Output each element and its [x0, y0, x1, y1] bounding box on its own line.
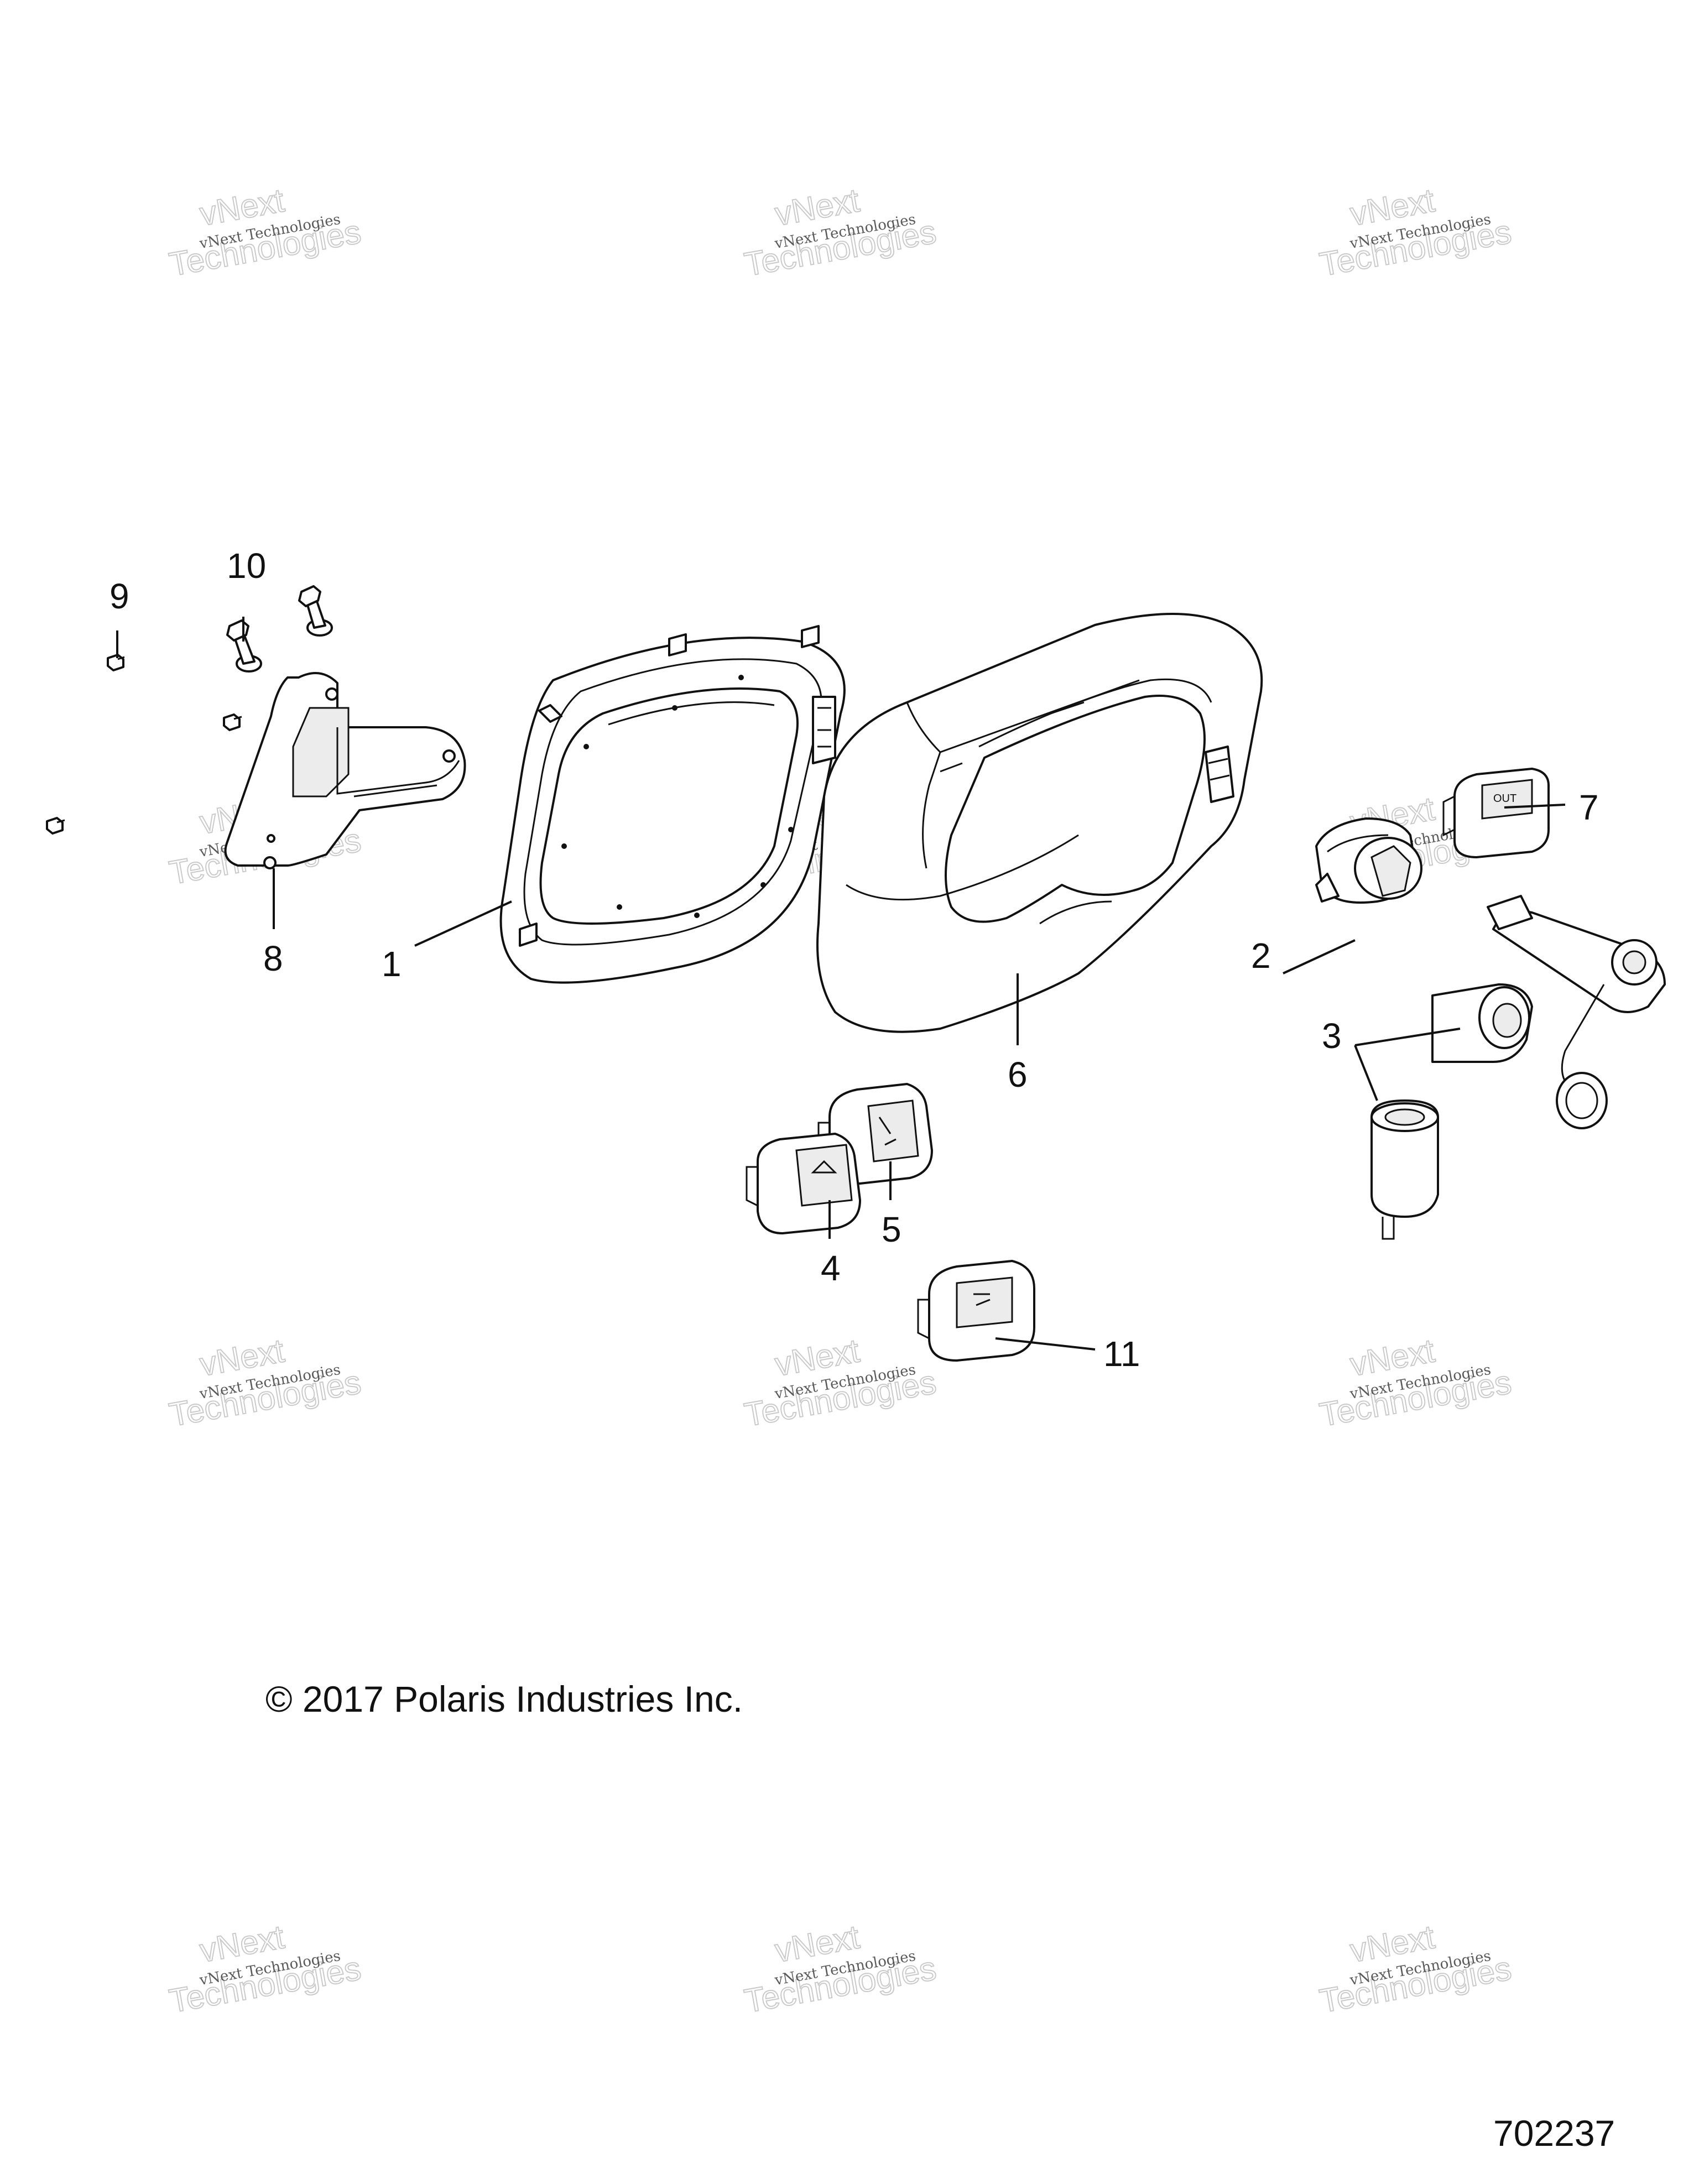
- watermark-lower-right: vNext Technologies vNext Technologies: [1316, 1331, 1515, 1434]
- part-10-bolt-a: [226, 619, 262, 673]
- part-8-mounting-bracket: [224, 672, 466, 869]
- part-11-rocker-switch: [917, 1260, 1035, 1362]
- part-1-gauge-bezel: [499, 625, 846, 984]
- watermark-top-right: vNext Technologies vNext Technologies: [1316, 181, 1515, 284]
- callout-9: 9: [110, 576, 129, 616]
- callout-1: 1: [382, 944, 402, 984]
- part-9-screw-bracket: [223, 713, 242, 731]
- part-10-bolt-b: [298, 585, 333, 637]
- part-3-power-socket: [1370, 895, 1666, 1240]
- svg-text:OUT: OUT: [1493, 793, 1516, 805]
- watermark-top-left: vNext Technologies vNext Technologies: [166, 181, 364, 284]
- watermark-lower-left: vNext Technologies vNext Technologies: [166, 1331, 364, 1434]
- part-7-rocker-switch: OUT: [1442, 768, 1550, 858]
- callout-11: 11: [1103, 1334, 1140, 1374]
- callout-7: 7: [1579, 788, 1599, 827]
- callout-10: 10: [227, 546, 266, 586]
- document-number: 702237: [1493, 2113, 1615, 2154]
- watermark-top-center: vNext Technologies vNext Technologies: [741, 181, 940, 284]
- callout-4: 4: [821, 1248, 841, 1288]
- part-6-instrument-pod: [816, 613, 1263, 1033]
- callout-3: 3: [1322, 1016, 1342, 1056]
- watermark-bottom-center: vNext Technologies vNext Technologies: [741, 1917, 940, 2020]
- watermark-bottom-right: vNext Technologies vNext Technologies: [1316, 1917, 1515, 2020]
- part-2-ignition-switch: [1315, 817, 1422, 904]
- callout-2: 2: [1251, 936, 1271, 976]
- leader-lines: [116, 617, 1566, 1351]
- copyright-notice: © 2017 Polaris Industries Inc.: [265, 1679, 743, 1719]
- part-4-rocker-switch: [746, 1133, 861, 1234]
- callout-5: 5: [882, 1210, 901, 1249]
- part-9-screw-loose: [46, 817, 65, 835]
- watermark-lower-center: vNext Technologies vNext Technologies: [741, 1331, 940, 1434]
- callout-6: 6: [1008, 1055, 1028, 1094]
- part-5-rocker-switch: [817, 1083, 933, 1185]
- watermark-bottom-left: vNext Technologies vNext Technologies: [166, 1917, 364, 2020]
- callout-8: 8: [263, 939, 283, 978]
